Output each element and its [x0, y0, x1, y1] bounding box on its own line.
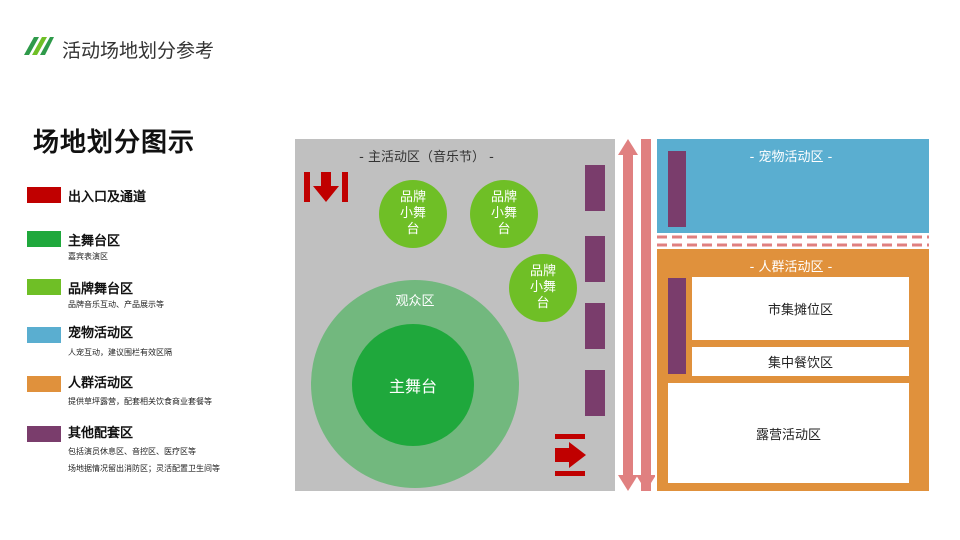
market-label: 市集摊位区	[767, 303, 833, 318]
legend-swatch-pet	[27, 327, 61, 343]
legend-desc-crowd: 提供草坪露营，配套相关饮食商业套餐等	[68, 397, 212, 406]
main-stage: 主舞台	[352, 324, 474, 446]
support-stall	[585, 236, 605, 282]
market-area: 市集摊位区	[692, 277, 909, 340]
legend-desc-support-1: 包括演员休息区、音控区、医疗区等	[68, 447, 196, 456]
legend-swatch-entrance	[27, 187, 61, 203]
legend-label-entrance: 出入口及通道	[68, 190, 147, 205]
brand-stage-label: 品牌 小舞 台	[399, 190, 426, 237]
legend-label-main-stage: 主舞台区	[68, 234, 121, 249]
support-stall	[585, 165, 605, 211]
channel-divider	[615, 139, 621, 491]
legend-desc-brand-stage: 品牌音乐互动、产品展示等	[68, 300, 164, 309]
legend-swatch-support	[27, 426, 61, 442]
main-zone-label: - 主活动区（音乐节） -	[359, 150, 494, 165]
fence-divider	[657, 233, 929, 249]
legend-label-support: 其他配套区	[68, 426, 134, 441]
logo-icon	[24, 37, 54, 55]
support-stall	[668, 151, 686, 227]
camping-label: 露营活动区	[755, 427, 821, 443]
pet-zone-label: - 宠物活动区 -	[749, 150, 833, 165]
legend-label-brand-stage: 品牌舞台区	[68, 282, 134, 297]
support-stall	[585, 370, 605, 416]
brand-stage-2: 品牌 小舞 台	[470, 180, 538, 248]
legend-swatch-main-stage	[27, 231, 61, 247]
two-way-channel	[618, 139, 655, 491]
pet-activity-zone	[657, 139, 929, 233]
support-stall	[585, 303, 605, 349]
entrance-down-icon	[304, 172, 348, 202]
brand-stage-label: 品牌 小舞 台	[490, 190, 517, 237]
camping-area: 露营活动区	[668, 383, 909, 483]
support-stall	[668, 278, 686, 374]
exit-right-icon	[555, 434, 586, 476]
brand-stage-label: 品牌 小舞 台	[529, 264, 556, 311]
audience-label: 观众区	[395, 294, 435, 309]
legend-label-crowd: 人群活动区	[68, 376, 134, 391]
diagram-title: 场地划分图示	[33, 128, 196, 158]
brand-stage-3: 品牌 小舞 台	[509, 254, 577, 322]
legend-desc-pet: 人宠互动，建议围栏有效区隔	[68, 348, 172, 357]
legend-desc-support-2: 场地据情况留出消防区；灵活配置卫生间等	[68, 464, 220, 473]
brand-stage-1: 品牌 小舞 台	[379, 180, 447, 248]
legend-swatch-crowd	[27, 376, 61, 392]
main-stage-label: 主舞台	[388, 377, 437, 396]
header-title: 活动场地划分参考	[62, 40, 215, 62]
legend-swatch-brand-stage	[27, 279, 61, 295]
legend-desc-main-stage: 嘉宾表演区	[68, 252, 108, 261]
dining-label: 集中餐饮区	[767, 356, 833, 371]
dining-area: 集中餐饮区	[692, 347, 909, 376]
legend-label-pet: 宠物活动区	[68, 326, 134, 341]
crowd-zone-label: - 人群活动区 -	[749, 260, 833, 275]
